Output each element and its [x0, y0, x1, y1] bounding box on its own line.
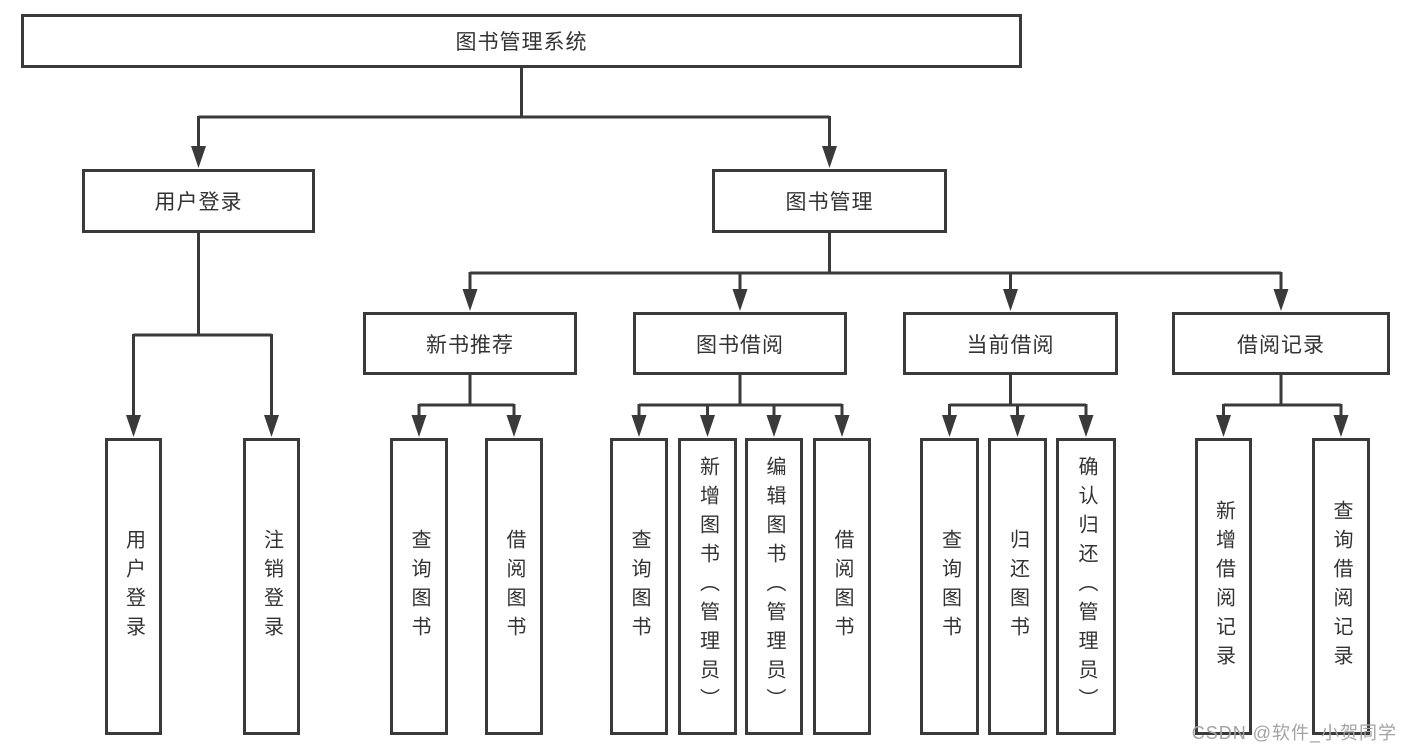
arrowhead: [411, 415, 427, 437]
arrowhead: [462, 289, 478, 311]
leaf-confirm-return-admin: 确认归还（管理员）: [1056, 438, 1116, 735]
node-label: 借阅图书: [831, 528, 853, 645]
node-label: 编辑图书（管理员）: [763, 456, 785, 717]
node-label: 图书管理系统: [455, 31, 588, 54]
connector-current-borrow: [948, 374, 1088, 419]
node-book-management: 图书管理: [712, 169, 947, 233]
arrowhead: [834, 415, 850, 437]
node-new-book-recommend: 新书推荐: [363, 312, 577, 375]
node-label: 借阅图书: [503, 528, 525, 645]
node-label: 新书推荐: [426, 333, 514, 357]
arrowhead: [1003, 289, 1018, 311]
node-label: 图书借阅: [696, 333, 784, 357]
csdn-watermark: CSDN @软件_小贺同学: [1191, 723, 1397, 743]
node-label: 借阅记录: [1237, 333, 1325, 357]
leaf-user-login: 用户登录: [105, 438, 162, 735]
arrowhead: [1216, 415, 1231, 437]
connector-borrow-records: [1222, 374, 1343, 419]
leaf-query-books-current: 查询图书: [920, 438, 979, 735]
arrowhead: [1333, 415, 1349, 437]
arrowhead: [942, 415, 957, 437]
arrowhead: [191, 146, 206, 168]
arrowhead: [766, 415, 782, 437]
node-current-borrow: 当前借阅: [903, 312, 1118, 375]
leaf-add-book-admin: 新增图书（管理员）: [678, 438, 737, 735]
arrowhead: [264, 415, 279, 437]
node-label: 用户登录: [122, 528, 145, 645]
node-label: 用户登录: [154, 191, 243, 214]
arrowhead: [1078, 415, 1094, 437]
connector-book-borrow: [637, 374, 844, 419]
connector-new-book-recommend: [417, 374, 516, 419]
node-label: 归还图书: [1006, 528, 1029, 645]
arrowhead: [700, 415, 715, 437]
leaf-add-borrow-record: 新增借阅记录: [1195, 438, 1252, 735]
leaf-edit-book-admin: 编辑图书（管理员）: [745, 438, 803, 735]
node-label: 新增图书（管理员）: [696, 456, 719, 717]
leaf-query-borrow-record: 查询借阅记录: [1312, 438, 1370, 735]
leaf-borrow-books-recommend: 借阅图书: [485, 438, 543, 735]
leaf-query-books-borrow: 查询图书: [610, 438, 668, 735]
arrowhead: [506, 415, 522, 437]
leaf-query-books-recommend: 查询图书: [390, 438, 448, 735]
arrowhead: [126, 415, 141, 437]
node-label: 查询图书: [938, 528, 961, 645]
node-label: 图书管理: [785, 191, 874, 214]
node-label: 查询图书: [408, 528, 430, 645]
node-book-borrow: 图书借阅: [633, 312, 847, 375]
connector-user-login: [132, 232, 273, 419]
node-label: 当前借阅: [966, 333, 1055, 357]
node-label: 确认归还（管理员）: [1075, 456, 1097, 717]
node-borrow-records: 借阅记录: [1172, 312, 1390, 375]
arrowhead: [1273, 289, 1289, 311]
leaf-logout-login: 注销登录: [243, 438, 300, 735]
arrowhead: [1010, 415, 1025, 437]
arrowhead: [822, 146, 837, 168]
node-root: 图书管理系统: [21, 14, 1022, 68]
node-label: 查询图书: [628, 528, 650, 645]
leaf-borrow-books: 借阅图书: [813, 438, 871, 735]
node-label: 注销登录: [260, 528, 283, 645]
node-user-login: 用户登录: [82, 169, 315, 233]
arrowhead: [631, 415, 647, 437]
connector-root: [197, 67, 831, 150]
leaf-return-book: 归还图书: [988, 438, 1047, 735]
node-label: 新增借阅记录: [1212, 499, 1235, 674]
arrowhead: [732, 289, 748, 311]
connector-book-management: [468, 232, 1283, 293]
node-label: 查询借阅记录: [1330, 499, 1352, 674]
